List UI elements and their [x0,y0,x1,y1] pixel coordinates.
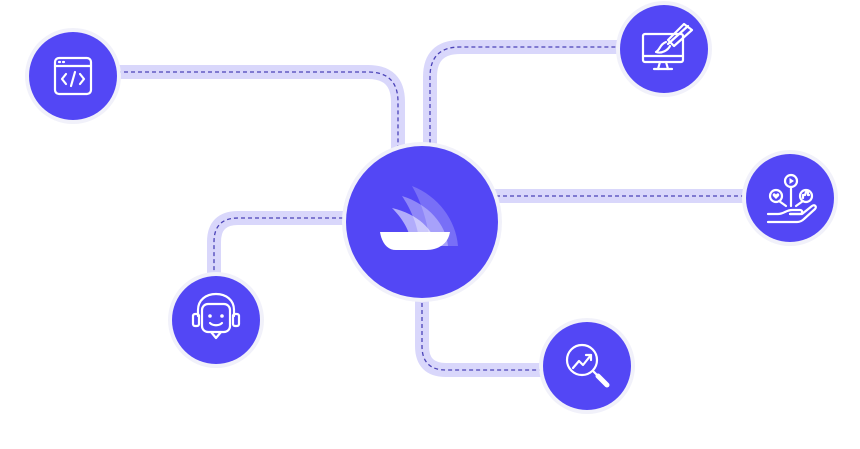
connector-code-dash [110,71,399,150]
connector-analytics-dash [421,296,560,371]
brand-wings-logo [380,186,458,250]
node-design [616,1,712,97]
hand-social-engagement-icon [766,173,817,224]
connector-support [207,211,357,289]
connector-design-dash [429,46,635,150]
node-social [742,150,838,246]
connector-analytics [415,289,567,377]
support-bot-headset-icon [191,292,241,340]
monitor-paintbrush-icon [641,22,694,71]
node-support [168,272,264,368]
hub-node [342,142,502,302]
search-trend-magnifier-icon [565,343,610,388]
connector-code [103,65,405,157]
connector-support-dash [213,217,350,282]
node-code [25,28,121,124]
code-window-icon [53,56,93,96]
node-analytics [539,318,635,414]
connector-design [423,40,642,157]
connectors [103,40,767,377]
